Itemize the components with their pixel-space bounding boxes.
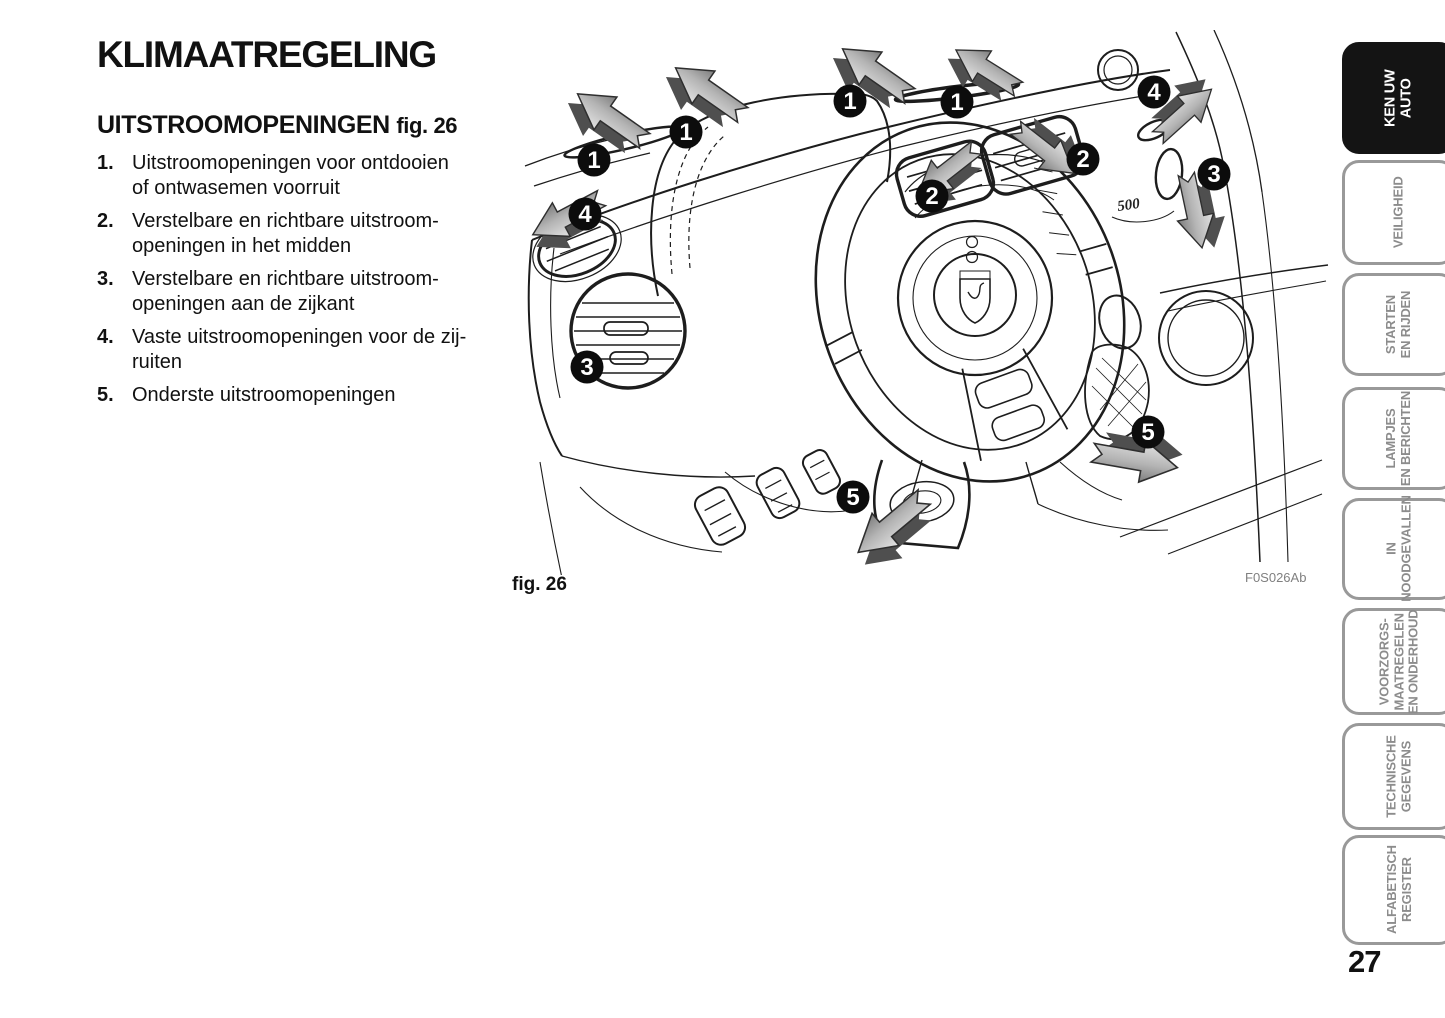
dashboard-line-art (524, 30, 1329, 575)
svg-text:3: 3 (580, 354, 593, 381)
callout-3: 3 (1197, 157, 1231, 191)
callout-2: 2 (915, 179, 949, 213)
list-item-text: Verstelbare en richtbare uitstroom- open… (132, 210, 439, 257)
callout-3: 3 (570, 350, 604, 384)
svg-text:5: 5 (846, 484, 859, 511)
sidebar-tab-voorzorgsmaatregelen-en-onderhoud[interactable]: VOORZORGS- MAATREGELEN EN ONDERHOUD (1342, 608, 1445, 715)
callout-1: 1 (577, 143, 611, 177)
figure-caption: fig. 26 (512, 574, 567, 595)
list-item: 2. Verstelbare en richtbare uitstroom- op… (97, 209, 489, 259)
page-number: 27 (1348, 944, 1381, 979)
brand-500-logo: 500 (1116, 196, 1141, 215)
svg-text:1: 1 (843, 88, 856, 115)
callout-1: 1 (833, 84, 867, 118)
list-item: 3. Verstelbare en richtbare uitstroom- op… (97, 267, 489, 317)
list-item-number: 2. (97, 210, 114, 232)
list-item-number: 3. (97, 268, 114, 290)
svg-text:4: 4 (1147, 79, 1161, 106)
list-item-text: Verstelbare en richtbare uitstroom- open… (132, 268, 439, 315)
sidebar-tab-veiligheid[interactable]: VEILIGHEID (1342, 160, 1445, 265)
dashboard-figure: 500 1 1 1 1 2 2 3 3 4 4 5 5 (520, 30, 1330, 575)
list-item-number: 4. (97, 326, 114, 348)
vent-list: 1. Uitstroomopeningen voor ontdooien of o… (97, 151, 489, 416)
callout-5: 5 (1131, 415, 1165, 449)
callout-2: 2 (1066, 142, 1100, 176)
sidebar-tab-alfabetisch-register[interactable]: ALFABETISCH REGISTER (1342, 835, 1445, 945)
svg-text:5: 5 (1141, 419, 1154, 446)
page-title: KLIMAATREGELING (97, 34, 437, 75)
sidebar-tab-lampjes-en-berichten[interactable]: LAMPJES EN BERICHTEN (1342, 387, 1445, 490)
sidebar-tab-label: TECHNISCHE GEGEVENS (1383, 735, 1413, 818)
list-item-text: Onderste uitstroomopeningen (132, 384, 396, 406)
sidebar-tab-label: ALFABETISCH REGISTER (1383, 845, 1413, 935)
list-item-text: Vaste uitstroomopeningen voor de zij- ru… (132, 326, 467, 373)
callout-5: 5 (836, 480, 870, 514)
svg-text:2: 2 (1076, 146, 1089, 173)
sidebar-tab-technische-gegevens[interactable]: TECHNISCHE GEGEVENS (1342, 723, 1445, 830)
svg-text:2: 2 (925, 183, 938, 210)
svg-text:1: 1 (679, 119, 692, 146)
figure-code: F0S026Ab (1245, 570, 1307, 585)
list-item-text: Uitstroomopeningen voor ontdooien of ont… (132, 152, 449, 199)
sidebar-tab-label: VEILIGHEID (1390, 176, 1406, 249)
section-heading: UITSTROOMOPENINGEN fig. 26 (97, 111, 458, 140)
section-heading-text: UITSTROOMOPENINGEN (97, 111, 390, 139)
list-item: 4. Vaste uitstroomopeningen voor de zij- … (97, 325, 489, 375)
list-item-number: 5. (97, 384, 114, 406)
sidebar-tab-starten-en-rijden[interactable]: STARTEN EN RIJDEN (1342, 273, 1445, 376)
sidebar-tab-in-noodgevallen[interactable]: IN NOODGEVALLEN (1342, 495, 1445, 603)
sidebar-tab-label: LAMPJES EN BERICHTEN (1383, 390, 1413, 487)
svg-text:1: 1 (587, 147, 600, 174)
sidebar-tab-label: IN NOODGEVALLEN (1383, 495, 1413, 603)
svg-text:4: 4 (578, 201, 592, 228)
callout-1: 1 (669, 115, 703, 149)
callout-4: 4 (568, 197, 602, 231)
list-item: 5. Onderste uitstroomopeningen (97, 383, 489, 408)
sidebar-tab-ken-uw-auto[interactable]: KEN UW AUTO (1342, 42, 1445, 154)
list-item-number: 1. (97, 152, 114, 174)
sidebar-tab-label: STARTEN EN RIJDEN (1383, 290, 1413, 359)
list-item: 1. Uitstroomopeningen voor ontdooien of o… (97, 151, 489, 201)
figure-reference: fig. 26 (396, 113, 458, 138)
svg-text:1: 1 (950, 89, 963, 116)
sidebar-tab-label: KEN UW AUTO (1382, 69, 1415, 127)
svg-text:3: 3 (1207, 161, 1220, 188)
callout-4: 4 (1137, 75, 1171, 109)
sidebar-tab-label: VOORZORGS- MAATREGELEN EN ONDERHOUD (1376, 609, 1421, 714)
callout-1: 1 (940, 85, 974, 119)
